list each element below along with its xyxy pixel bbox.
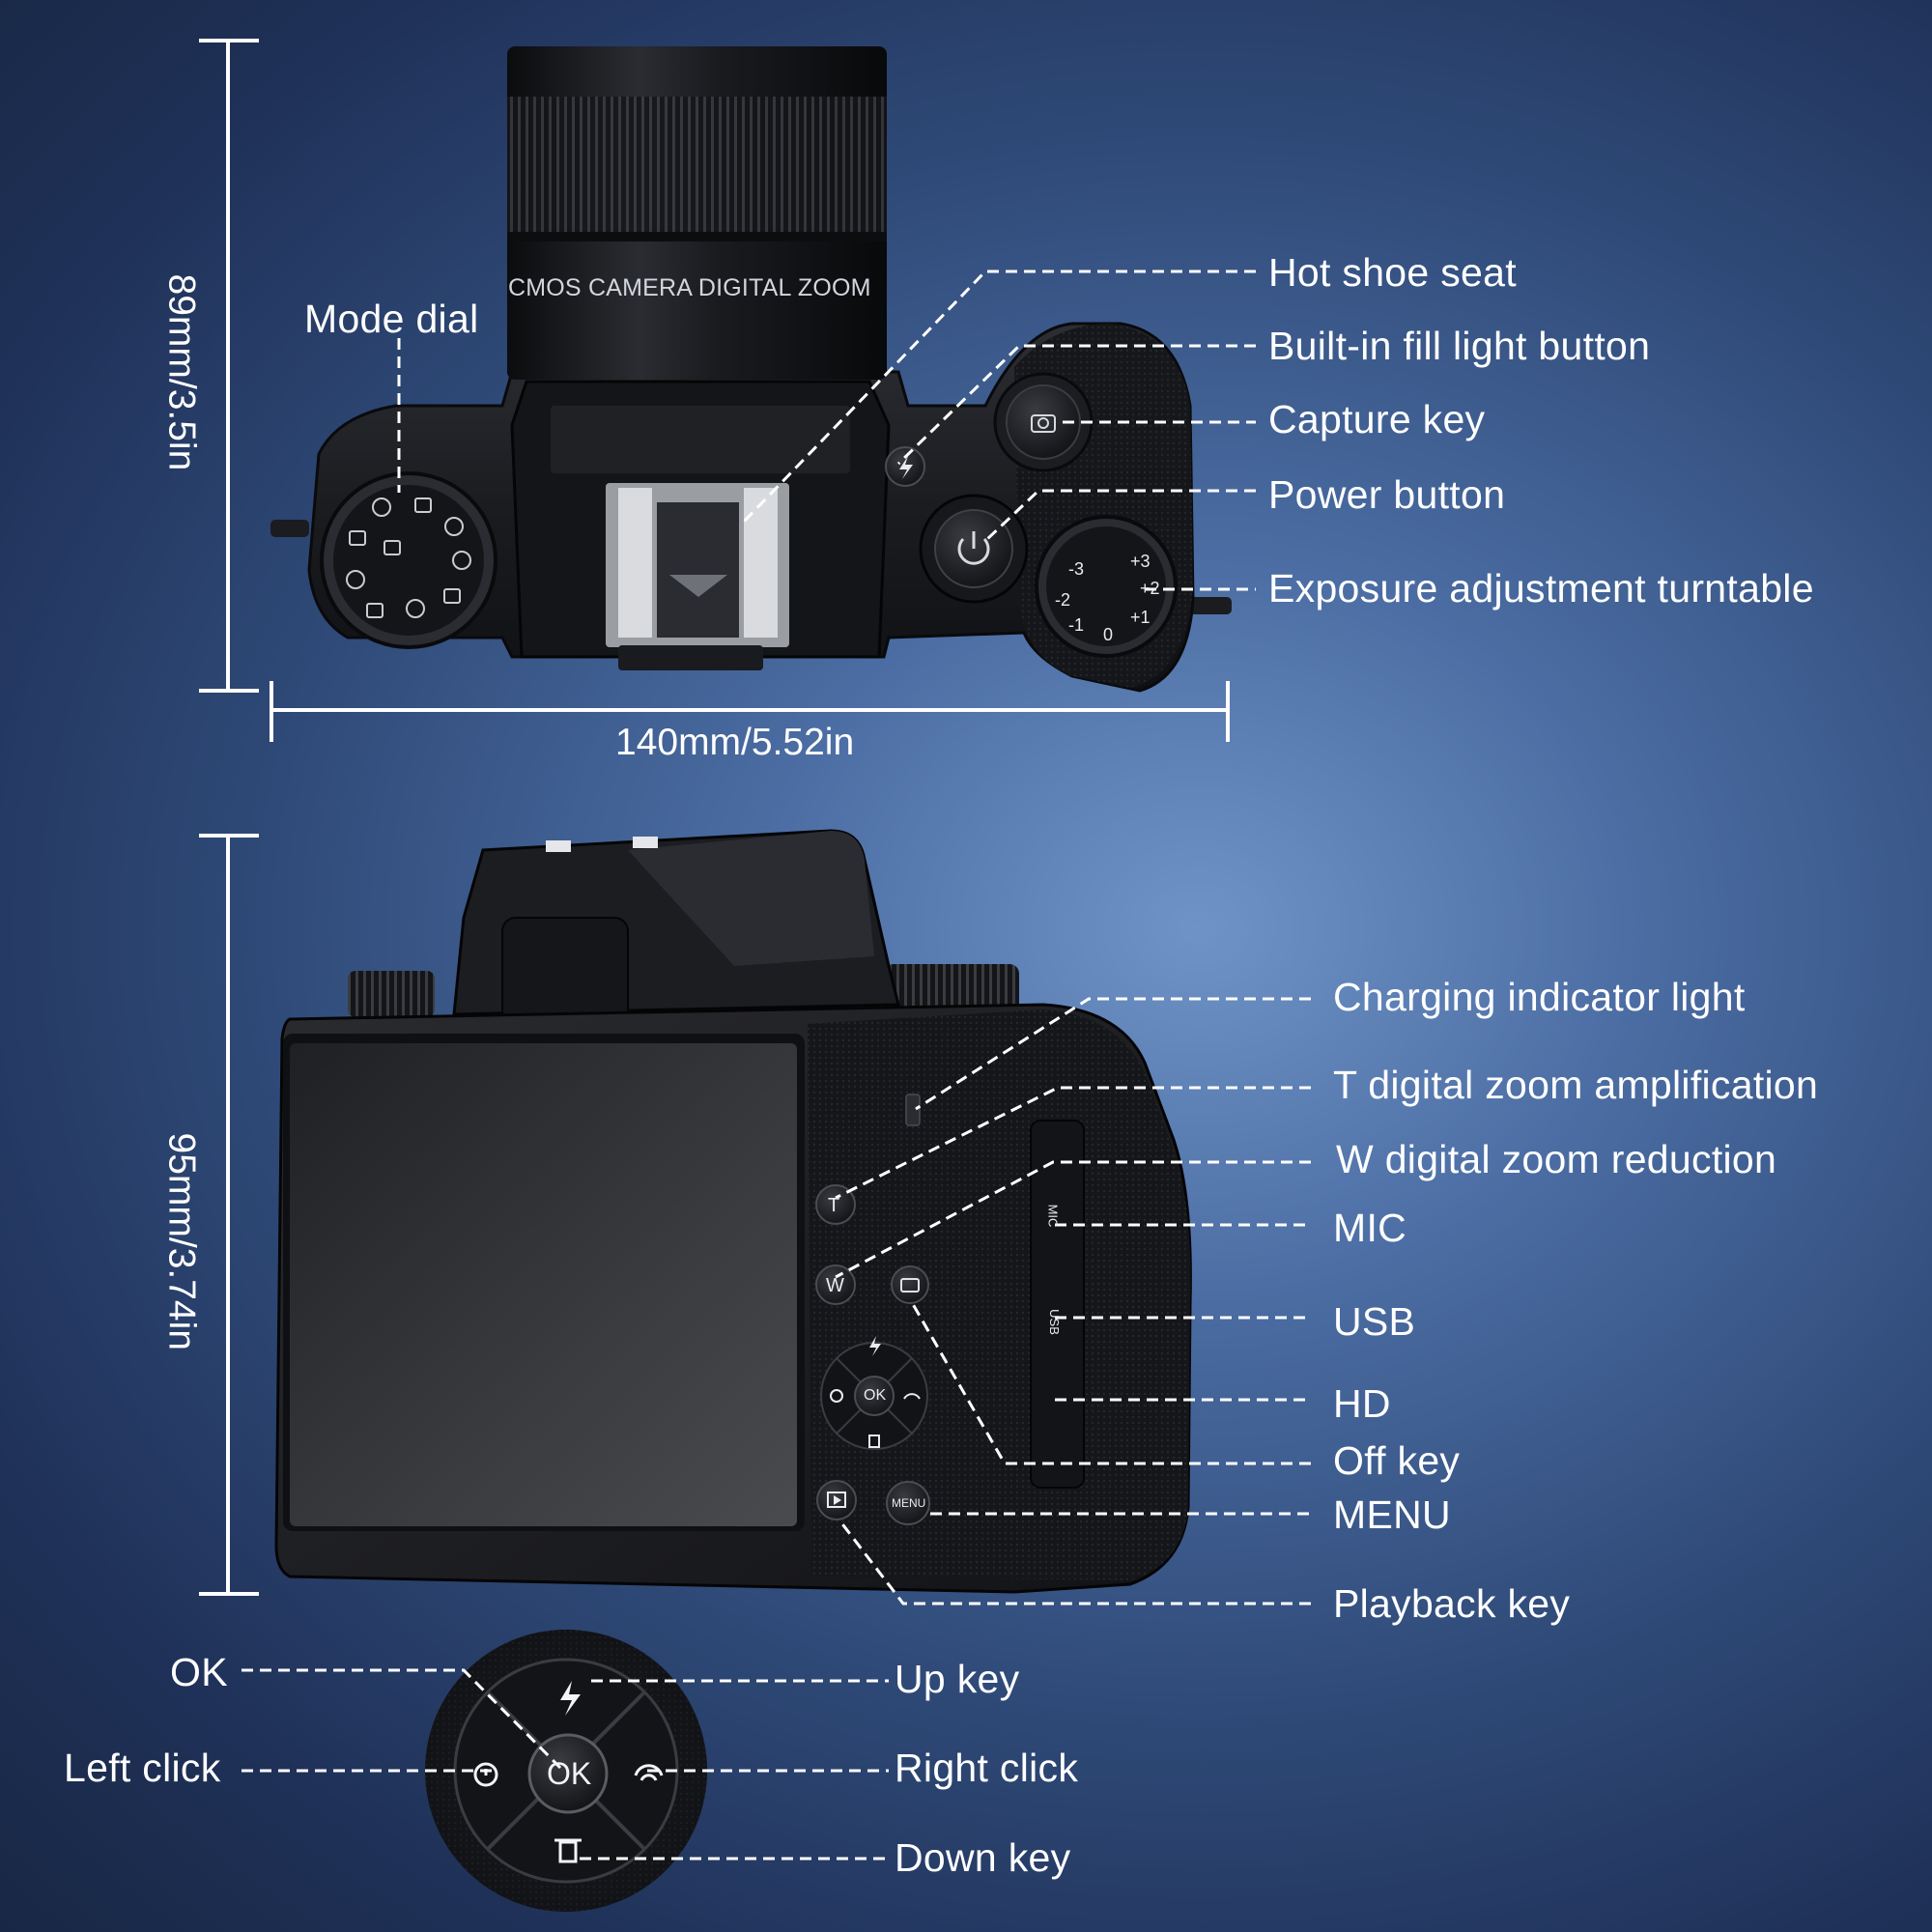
left-key-timer-icon bbox=[473, 1762, 498, 1787]
label-charging-indicator: Charging indicator light bbox=[1333, 975, 1746, 1019]
off-key[interactable] bbox=[891, 1265, 929, 1304]
back-view-camera bbox=[274, 829, 1192, 1594]
charging-indicator-light bbox=[905, 1094, 921, 1126]
label-down-key: Down key bbox=[895, 1835, 1071, 1880]
port-mic-label: MIC bbox=[1045, 1204, 1061, 1228]
label-right-click: Right click bbox=[895, 1746, 1079, 1790]
leader-lines bbox=[242, 270, 1311, 1861]
menu-button-label: MENU bbox=[892, 1496, 926, 1510]
label-power-button: Power button bbox=[1268, 472, 1506, 517]
label-mode-dial: Mode dial bbox=[304, 297, 479, 341]
port-usb-label: USB bbox=[1046, 1309, 1062, 1335]
port-cover bbox=[1030, 1120, 1085, 1489]
label-ok: OK bbox=[170, 1650, 228, 1694]
dimension-height-back: 95mm/3.74in bbox=[160, 1132, 203, 1350]
up-key-flash-icon bbox=[560, 1681, 581, 1716]
label-off-key: Off key bbox=[1333, 1438, 1461, 1483]
down-key-trash-icon bbox=[558, 1840, 578, 1863]
t-button-label: T bbox=[828, 1195, 840, 1216]
dimension-lines bbox=[199, 39, 1230, 1596]
back-ok-button[interactable] bbox=[854, 1376, 895, 1416]
back-left-dial bbox=[348, 971, 435, 1017]
strap-lug-left bbox=[270, 520, 309, 537]
label-playback-key: Playback key bbox=[1333, 1581, 1571, 1626]
lens-zoom-ring bbox=[507, 97, 887, 232]
label-exposure-turntable: Exposure adjustment turntable bbox=[1268, 566, 1814, 611]
t-zoom-button[interactable] bbox=[815, 1184, 856, 1225]
label-w-zoom: W digital zoom reduction bbox=[1336, 1137, 1777, 1181]
strap-lug-right bbox=[1183, 597, 1232, 614]
label-fill-light-button: Built-in fill light button bbox=[1268, 324, 1651, 368]
menu-button[interactable] bbox=[886, 1481, 930, 1525]
back-flash-icon bbox=[869, 1336, 881, 1356]
back-wifi-icon bbox=[903, 1393, 921, 1400]
ev-mark-plus3: +3 bbox=[1130, 552, 1151, 571]
label-mic: MIC bbox=[1333, 1206, 1407, 1250]
top-view-camera bbox=[270, 46, 1232, 693]
w-zoom-button[interactable] bbox=[815, 1264, 856, 1305]
capture-key[interactable] bbox=[1006, 384, 1081, 460]
dimension-width-top: 140mm/5.52in bbox=[615, 722, 855, 763]
lcd-screen bbox=[290, 1043, 797, 1526]
label-left-click: Left click bbox=[64, 1746, 221, 1790]
right-key-wifi-icon bbox=[634, 1764, 664, 1776]
dpad-detail bbox=[425, 1630, 707, 1912]
flash-icon bbox=[899, 456, 913, 479]
ev-mark-minus2: -2 bbox=[1055, 590, 1071, 610]
ev-mark-minus1: -1 bbox=[1068, 615, 1085, 635]
ev-mark-plus1: +1 bbox=[1130, 608, 1151, 627]
label-capture-key: Capture key bbox=[1268, 397, 1486, 441]
ev-mark-zero: 0 bbox=[1103, 625, 1114, 644]
label-menu: MENU bbox=[1333, 1492, 1451, 1537]
label-usb: USB bbox=[1333, 1299, 1416, 1344]
back-grip-texture bbox=[808, 1009, 1191, 1580]
back-timer-icon bbox=[830, 1389, 843, 1403]
label-hot-shoe-seat: Hot shoe seat bbox=[1268, 250, 1517, 295]
ev-mark-plus2: +2 bbox=[1140, 579, 1160, 598]
dpad-detail-ok-label: OK bbox=[547, 1756, 592, 1791]
mode-dial-icons bbox=[346, 497, 471, 618]
camera-icon bbox=[1031, 414, 1056, 433]
label-hd: HD bbox=[1333, 1381, 1391, 1426]
dimension-height-top: 89mm/3.5in bbox=[160, 273, 203, 471]
label-t-zoom: T digital zoom amplification bbox=[1333, 1063, 1819, 1107]
ev-mark-minus3: -3 bbox=[1068, 559, 1085, 579]
camera-swap-icon bbox=[900, 1278, 920, 1293]
playback-icon bbox=[827, 1492, 846, 1508]
w-button-label: W bbox=[826, 1275, 844, 1296]
back-ok-label: OK bbox=[864, 1387, 887, 1404]
back-trash-icon bbox=[868, 1435, 880, 1448]
eyepiece bbox=[501, 917, 629, 1025]
label-up-key: Up key bbox=[895, 1657, 1020, 1701]
power-icon bbox=[957, 537, 990, 565]
lens-label: CMOS CAMERA DIGITAL ZOOM bbox=[508, 274, 871, 301]
